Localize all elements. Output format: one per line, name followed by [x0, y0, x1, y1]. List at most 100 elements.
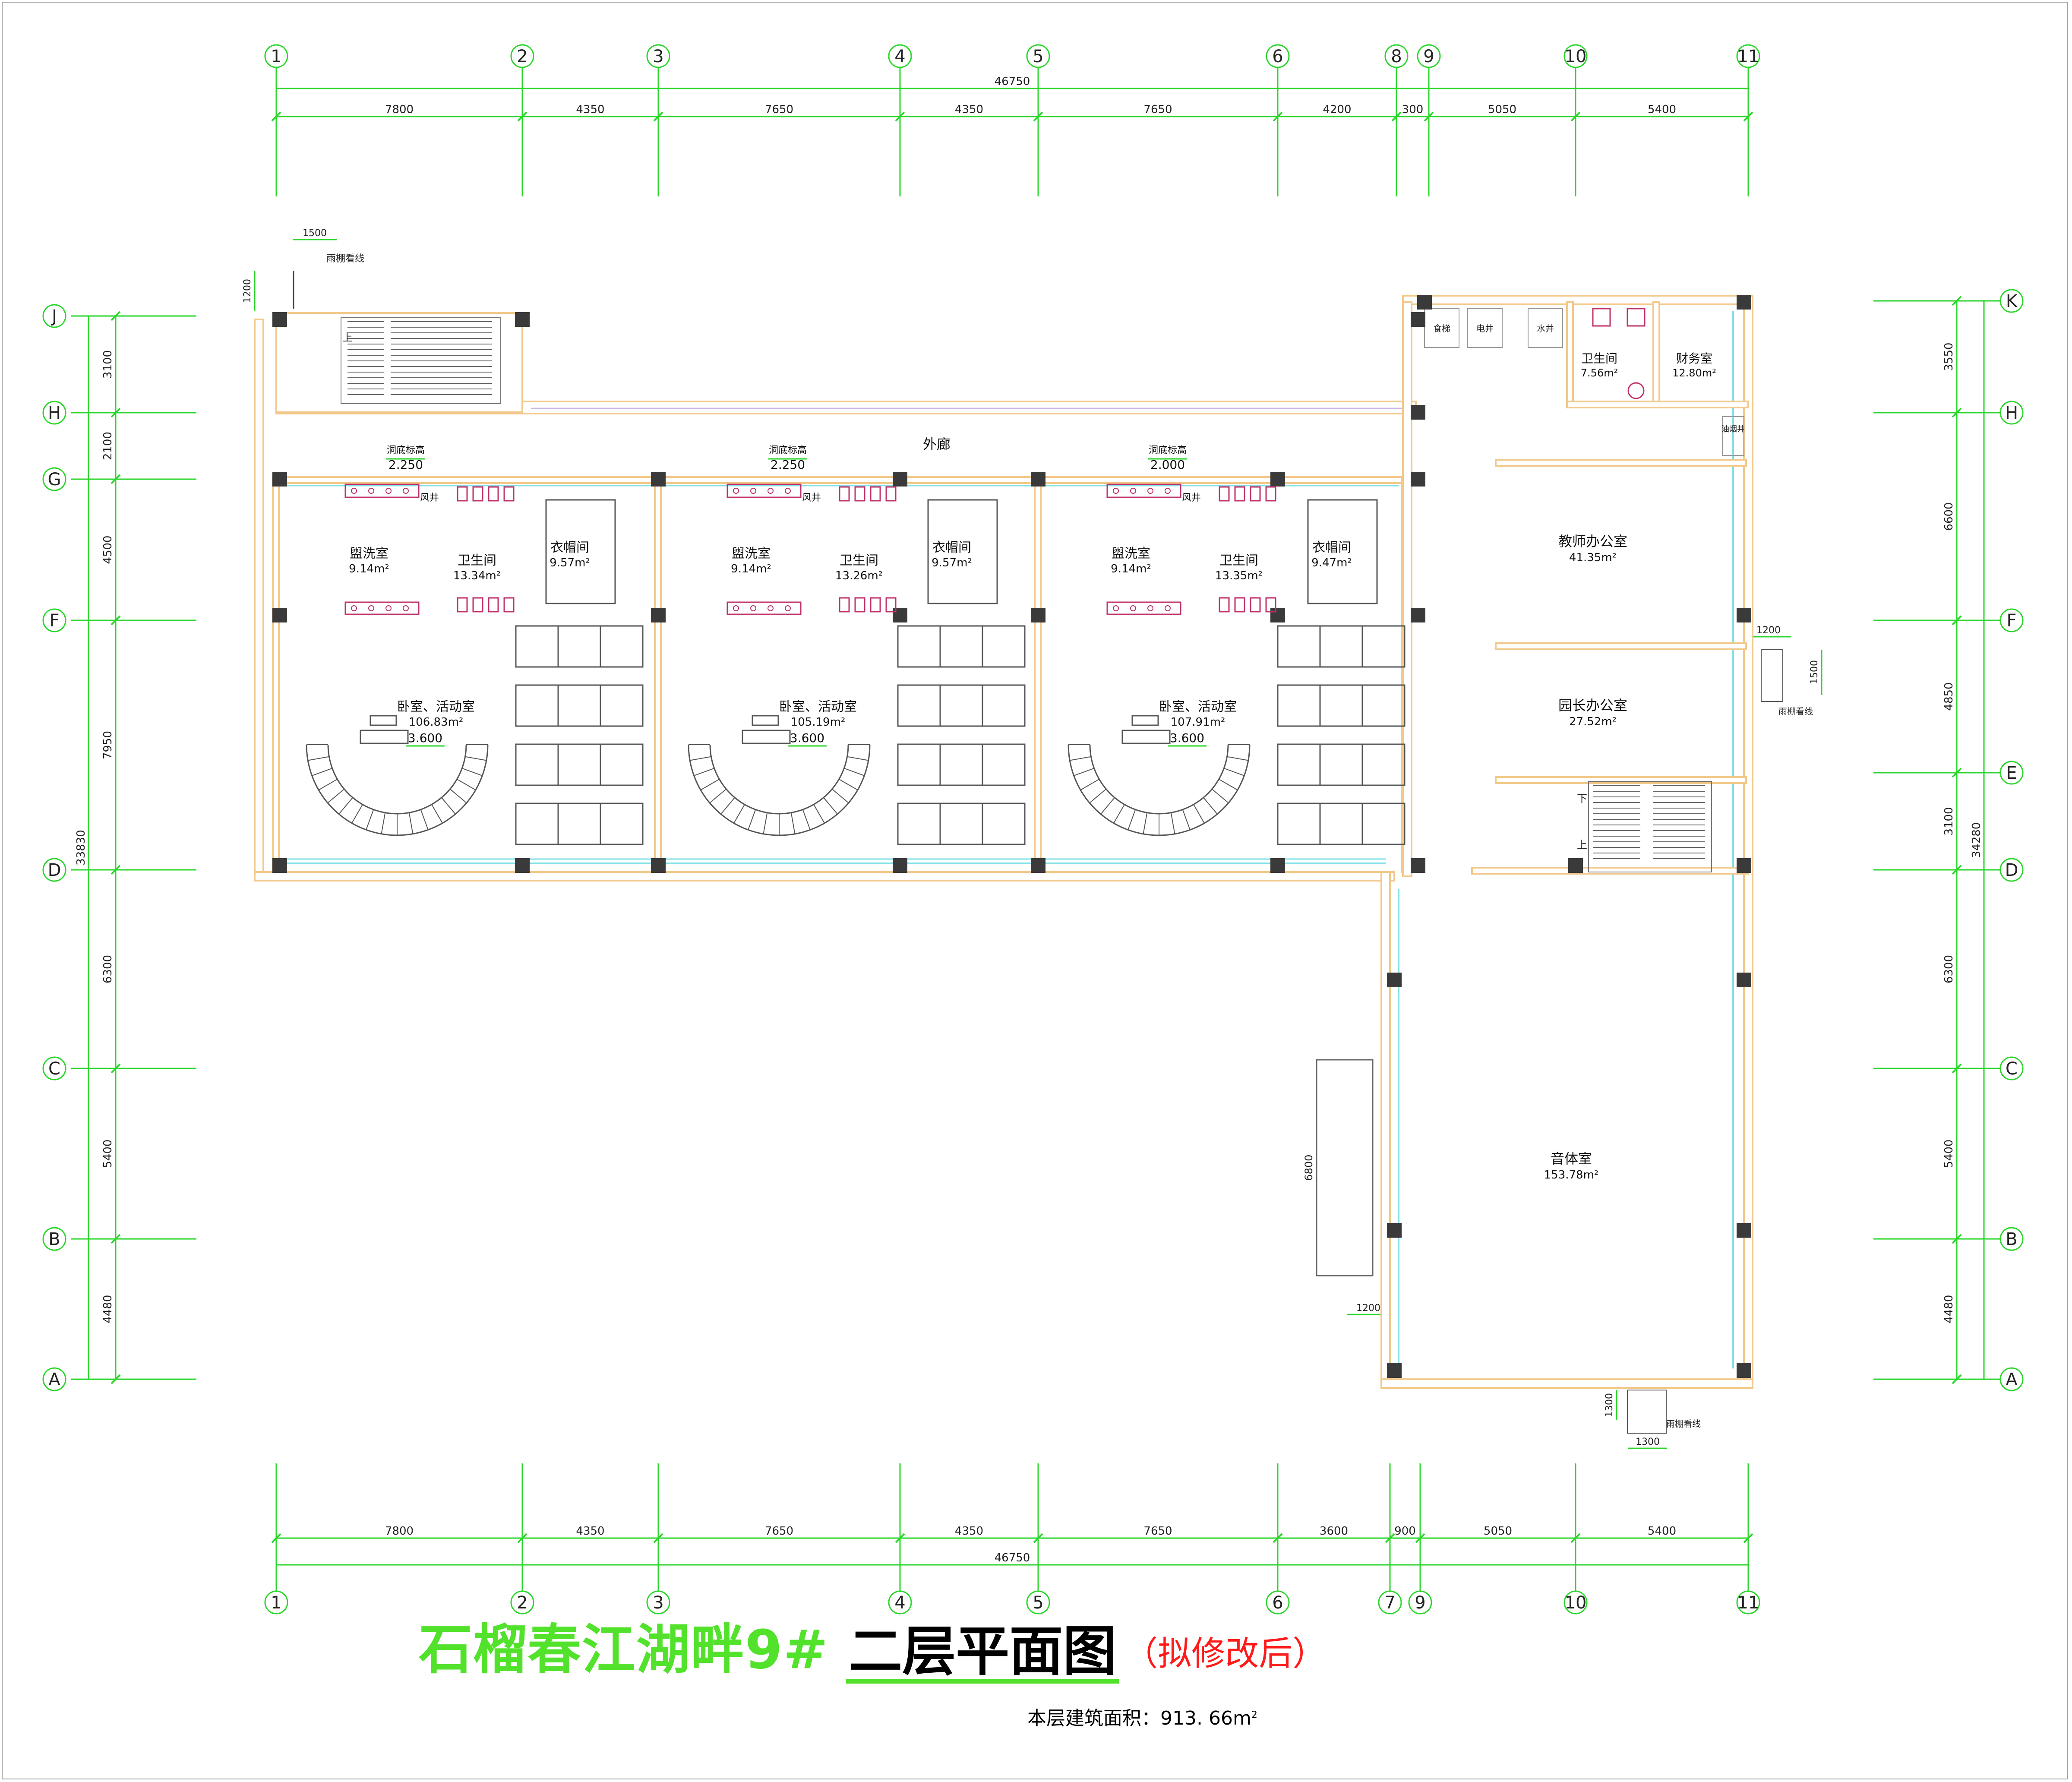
structural-column	[1737, 608, 1751, 622]
drawing-title: 石榴春江湖畔9# 二层平面图 （拟修改后）	[419, 1619, 1326, 1684]
bench-segment	[720, 797, 735, 815]
room-name: 卫生间	[840, 553, 878, 568]
room-area: 27.52m²	[1569, 715, 1617, 728]
bottom-dimension-text: 900	[1394, 1525, 1416, 1538]
axis-bubble-bottom-label: 6	[1272, 1593, 1283, 1613]
basin	[733, 605, 739, 611]
top-dimension-text: 4350	[955, 103, 983, 116]
axis-bubble-right-label: H	[2005, 403, 2018, 423]
top-dimension-tick	[271, 111, 281, 122]
toilet-stall	[1234, 597, 1245, 613]
bench-segment	[449, 789, 467, 803]
axis-bubble-right-circle	[1999, 858, 2024, 882]
bed	[939, 803, 983, 845]
west-outer-wall	[254, 319, 264, 882]
vent-label: 风井	[1182, 493, 1201, 503]
bench-segment	[1211, 789, 1229, 803]
axis-bubble-top-label: 6	[1272, 47, 1283, 66]
top-dimension-tick	[653, 111, 663, 122]
room-area: 153.78m²	[1544, 1169, 1599, 1182]
bench-segment	[1100, 797, 1115, 815]
axis-bubble-bottom-circle	[1026, 1590, 1050, 1615]
bottom-dimension-tick	[1415, 1533, 1425, 1543]
bottom-dimension-tick	[653, 1533, 663, 1543]
top-dimension-text: 300	[1402, 103, 1424, 116]
stair-up-label: 上	[342, 332, 353, 344]
toilet-stall	[1592, 308, 1611, 327]
wash-counter	[1106, 483, 1181, 498]
bench-segment	[1227, 756, 1248, 761]
misc-dim-text: 1200	[1356, 1303, 1380, 1314]
bottom-dimension-tick	[1385, 1533, 1395, 1543]
bed	[515, 743, 559, 786]
bench-segment	[462, 768, 483, 776]
right-dimension-tick	[1952, 1374, 1962, 1384]
axis-bubble-top-circle	[646, 44, 670, 68]
bench-segment	[1128, 809, 1136, 830]
axis-bubble-right-label: A	[2006, 1370, 2018, 1390]
misc-dim-text: 1200	[242, 279, 253, 303]
room-area: 9.57m²	[550, 556, 590, 569]
bed	[600, 625, 644, 668]
unit-divider-wall	[1034, 476, 1042, 873]
room-name: 盥洗室	[350, 546, 388, 561]
floor-level: 3.600	[790, 731, 824, 745]
toilet-stall	[472, 486, 483, 502]
axis-bubble-bottom-circle	[1736, 1590, 1760, 1615]
room-name: 衣帽间	[932, 540, 971, 555]
cloakroom-cabinet	[1307, 499, 1378, 604]
bottom-dimension-tick	[517, 1533, 527, 1543]
basin	[768, 605, 774, 611]
bench-segment	[431, 804, 443, 824]
drawing-name: 二层平面图	[846, 1625, 1119, 1684]
top-dimension-text: 7650	[1143, 103, 1172, 116]
structural-column	[893, 608, 907, 622]
bed	[600, 803, 644, 845]
bench-segment	[733, 804, 745, 824]
bench-segment	[763, 812, 768, 834]
structural-column	[1411, 312, 1425, 327]
cloakroom-cabinet	[927, 499, 998, 604]
bench-segment	[318, 779, 338, 790]
basin	[1130, 488, 1136, 494]
structural-column	[651, 472, 666, 487]
structural-column	[1737, 295, 1751, 310]
wash-counter	[726, 601, 802, 615]
top-dimension-tick	[517, 111, 527, 122]
axis-bubble-bottom-circle	[1563, 1590, 1588, 1615]
misc-dim-text: 1300	[1636, 1437, 1660, 1447]
bottom-dimension-text: 3600	[1320, 1525, 1348, 1538]
window-sill-value: 2.000	[1150, 458, 1185, 472]
classroom-north-wall	[275, 476, 1417, 484]
right-dimension-tick	[1952, 768, 1962, 778]
bed	[939, 743, 983, 786]
east-stair-well	[1588, 781, 1712, 872]
top-dimension-text: 5050	[1488, 103, 1516, 116]
bottom-dimension-text: 4350	[576, 1525, 604, 1538]
structural-column	[1411, 405, 1425, 420]
axis-bubble-top-label: 3	[653, 47, 663, 66]
axis-bubble-top-label: 8	[1391, 47, 1402, 66]
axis-bubble-top-circle	[888, 44, 912, 68]
window-sill-value: 2.250	[388, 458, 423, 472]
teacher-chair	[752, 715, 779, 726]
bottom-dimension-text: 7650	[765, 1525, 793, 1538]
bench-segment	[351, 804, 363, 824]
floor-level: 3.600	[1170, 731, 1204, 745]
canopy-label: 雨棚看线	[1778, 706, 1813, 717]
structural-column	[1411, 858, 1425, 873]
structural-column	[1417, 295, 1432, 310]
basin	[733, 488, 739, 494]
bed	[1319, 684, 1363, 727]
top-dimension-text: 7650	[765, 103, 793, 116]
teacher-chair	[1131, 715, 1159, 726]
structural-column	[651, 608, 666, 622]
east-south-wall	[1380, 1378, 1753, 1389]
bench-segment	[338, 797, 353, 815]
bench-segment	[813, 804, 825, 824]
axis-bubble-right-circle	[1999, 1367, 2024, 1391]
bed	[1361, 803, 1406, 845]
bed	[939, 625, 983, 668]
toilet-stall	[1250, 597, 1261, 613]
